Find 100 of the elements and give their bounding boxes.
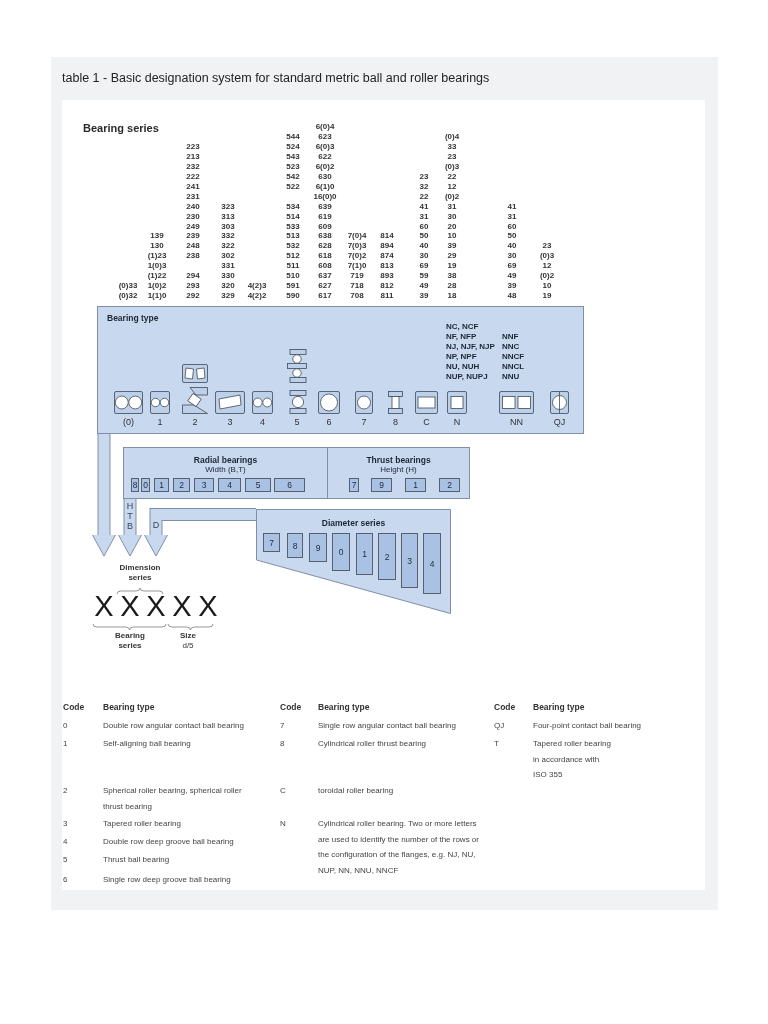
bearing-code: 2: [63, 785, 68, 797]
series-number: 533: [286, 221, 300, 232]
bearing-code: QJ: [494, 720, 505, 732]
series-number: 6(0)2: [315, 161, 335, 172]
series-number: 38: [447, 271, 457, 282]
bearing-code: 8: [393, 417, 398, 428]
column-header: Code: [494, 701, 516, 714]
bearing-code: 3: [227, 417, 233, 428]
variant-code: NNCL: [502, 362, 525, 372]
panel-title: Diameter series: [321, 518, 386, 528]
bearing-code: 4: [260, 417, 265, 428]
variant-code: NJ, NJF, NJP: [446, 342, 495, 352]
series-tile: 2: [173, 478, 190, 492]
bearing-code: 7: [280, 720, 285, 732]
variant-code: NNC: [502, 342, 520, 352]
series-number: 240: [186, 201, 200, 212]
series-number: 813: [380, 261, 394, 272]
series-number: 303: [221, 221, 235, 232]
series-tile: 3: [401, 533, 418, 588]
series-number: 49: [419, 281, 429, 292]
series-tile: 1: [356, 533, 373, 575]
panel-title: Thrust bearings: [366, 455, 431, 465]
bearing-code: 6: [326, 417, 332, 428]
series-number: 524: [286, 141, 300, 152]
series-number: 40: [507, 241, 517, 252]
series-number: 10: [447, 231, 457, 242]
bearing-code: 4: [63, 836, 68, 848]
variant-code: NNCF: [502, 352, 525, 362]
series-number: 23: [542, 241, 552, 252]
bearing-code: (0): [123, 417, 134, 428]
edge-label: H T B: [126, 501, 134, 531]
series-number: 608: [318, 261, 332, 272]
series-number: 331: [221, 261, 235, 272]
column-header: Code: [63, 701, 85, 714]
bearing-type-description: Single row angular contact ball bearing: [318, 720, 457, 732]
series-number: 39: [447, 241, 457, 252]
placeholder-letter: X: [120, 590, 140, 622]
series-number: (0)2: [539, 271, 555, 282]
series-number: 31: [507, 211, 517, 222]
series-number: 232: [186, 161, 200, 172]
series-number: 6(0)3: [315, 141, 335, 152]
series-number: 320: [221, 281, 235, 292]
block-arrow: [92, 434, 116, 557]
series-number: 532: [286, 241, 300, 252]
bearing-type-description: Double row deep groove ball bearing: [103, 836, 235, 848]
series-number: 812: [380, 281, 394, 292]
bearing-code: N: [280, 818, 286, 830]
series-number: 10: [542, 281, 552, 292]
series-number: (0)32: [118, 291, 138, 302]
bearing-code: QJ: [553, 417, 566, 428]
series-number: 329: [221, 291, 235, 302]
series-number: 241: [186, 181, 200, 192]
column-header: Bearing type: [318, 701, 370, 714]
series-number: 30: [507, 251, 517, 262]
bearing-code: 3: [63, 818, 68, 830]
series-number: 1(1)0: [147, 291, 167, 302]
bearing-type-description: Tapered roller bearing in accordance with ISO 355: [533, 738, 612, 781]
series-number: 19: [447, 261, 457, 272]
series-number: 894: [380, 241, 394, 252]
series-number: 628: [318, 241, 332, 252]
series-number: 130: [150, 241, 164, 252]
thrust-bearings-panel: [327, 447, 470, 499]
series-number: 619: [318, 211, 332, 222]
bearing-code: NN: [510, 417, 523, 428]
series-number: 1(0)2: [147, 281, 167, 292]
series-number: 7(1)0: [347, 261, 367, 272]
bearing-code: 1: [63, 738, 68, 750]
series-number: 213: [186, 151, 200, 162]
series-tile: 5: [245, 478, 271, 492]
bearing-code: 5: [63, 854, 68, 866]
series-number: 514: [286, 211, 300, 222]
series-number: 238: [186, 251, 200, 262]
series-number: 622: [318, 151, 332, 162]
bearing-type-description: Self-aligning ball bearing: [103, 738, 192, 750]
series-number: 543: [286, 151, 300, 162]
placeholder-letter: X: [94, 590, 114, 622]
series-number: 30: [419, 251, 429, 262]
series-tile: 2: [439, 478, 460, 492]
series-number: 69: [419, 261, 429, 272]
series-number: 591: [286, 281, 300, 292]
bearing-code: C: [423, 417, 430, 428]
bearing-code: 7: [361, 417, 367, 428]
series-number: 609: [318, 221, 332, 232]
series-number: 617: [318, 291, 332, 302]
series-number: 302: [221, 251, 235, 262]
series-number: 32: [419, 181, 429, 192]
series-number: 29: [447, 251, 457, 262]
series-number: 332: [221, 231, 235, 242]
series-number: 814: [380, 231, 394, 242]
series-number: 40: [419, 241, 429, 252]
series-number: 718: [350, 281, 364, 292]
variant-code: NF, NFP: [446, 332, 477, 342]
series-number: 6(0)4: [315, 122, 335, 132]
series-number: 313: [221, 211, 235, 222]
series-number: (0)33: [118, 281, 138, 292]
column-header: Bearing type: [103, 701, 155, 714]
series-tile: 9: [309, 533, 327, 562]
series-number: 513: [286, 231, 300, 242]
series-tile: 3: [194, 478, 214, 492]
series-number: 544: [286, 131, 300, 142]
